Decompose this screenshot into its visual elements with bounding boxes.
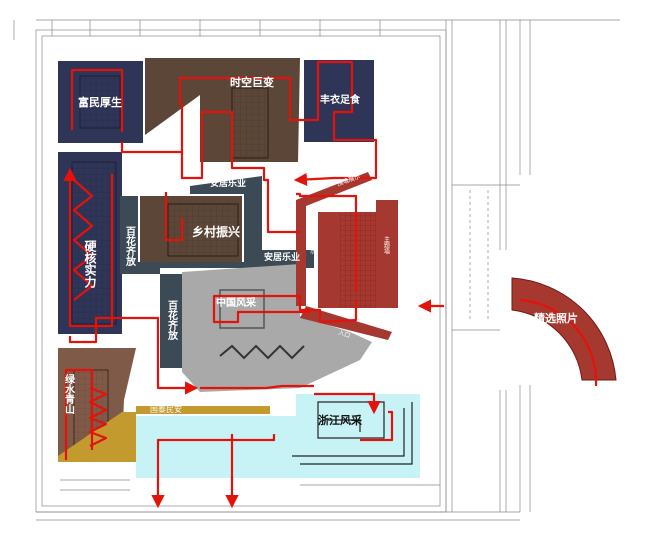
label-zhuti: 主题墙 [383, 235, 390, 255]
visitor-route [63, 60, 598, 509]
label-jingxuan: 精选照片 [534, 311, 578, 325]
zone-zhongguo-zigzag [219, 344, 305, 360]
zone-guotai-strip [136, 406, 270, 414]
zone-zhejiang-block [136, 394, 420, 478]
label-xiangcun: 乡村振兴 [192, 224, 240, 239]
zone-brick-side [376, 200, 398, 308]
label-baihua-1: 百花齐放 [124, 226, 137, 267]
zone-brick-bottom [300, 306, 392, 340]
zone-guotai-block [58, 412, 136, 462]
label-guotai: 国泰民安 [150, 404, 182, 414]
label-lvshui: 绿水青山 [63, 373, 76, 415]
zone-base-strip [138, 262, 314, 274]
label-anju-1: 安居乐业 [210, 177, 246, 189]
architectural-outline [13, 19, 620, 521]
zone-fumin-grid [79, 75, 121, 129]
zone-anju-strip-1 [190, 176, 262, 262]
label-wall-b: 围墙展示 [309, 230, 316, 254]
zone-fengyi-block [304, 60, 374, 142]
zone-brick-walls [296, 172, 372, 306]
zone-shikong-grid [231, 87, 269, 159]
label-rukou: 入口 [337, 329, 351, 339]
label-zhejiang: 浙江风采 [318, 413, 363, 427]
label-fumin: 富民厚生 [78, 95, 122, 109]
zone-baihua-strip-2 [160, 274, 182, 368]
label-zhongguo: 中国风采 [216, 296, 256, 309]
zone-brick-center [340, 212, 380, 308]
zone-baihua-strip-1 [120, 196, 138, 274]
label-fengyi: 丰衣足食 [320, 93, 361, 106]
zone-jingxuan-arc [511, 277, 617, 381]
label-yinghe: 硬核实力 [83, 240, 97, 289]
zone-brick-left [318, 212, 340, 308]
zone-zhongguo-frame [219, 289, 265, 329]
zone-shikong-block [145, 58, 300, 162]
zone-zhejiang-frames [292, 401, 413, 465]
label-baihua-2: 百花齐放 [166, 300, 179, 341]
label-anju-2: 安居乐业 [264, 251, 300, 263]
zone-xiangcun-grid [167, 203, 239, 257]
label-shikong: 时空巨变 [230, 75, 274, 89]
